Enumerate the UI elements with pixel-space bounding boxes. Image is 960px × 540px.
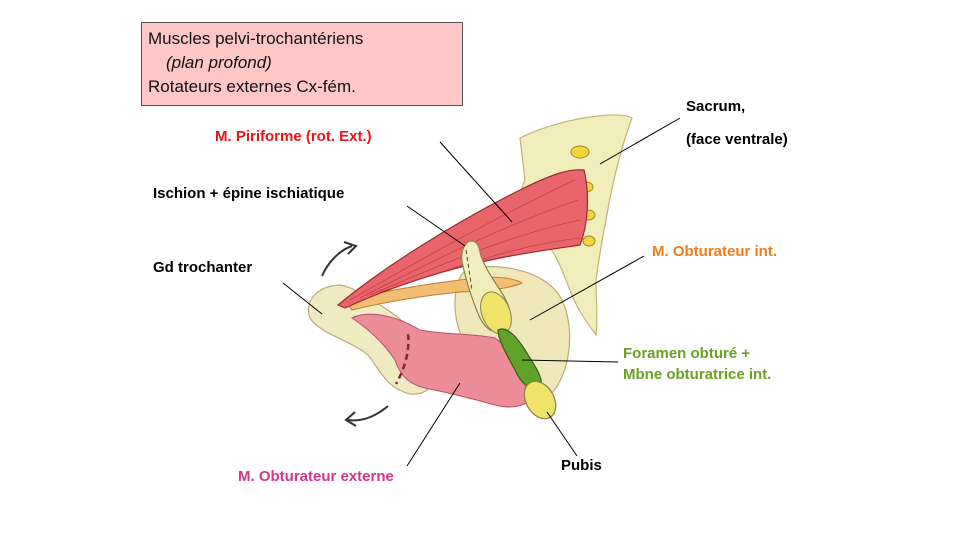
label-sacrum-face: (face ventrale) bbox=[686, 131, 788, 148]
label-foramen-2: Mbne obturatrice int. bbox=[623, 366, 772, 383]
rotation-arrow-top bbox=[321, 245, 353, 277]
label-obturateur-int: M. Obturateur int. bbox=[652, 243, 777, 260]
label-piriforme: M. Piriforme (rot. Ext.) bbox=[215, 128, 372, 145]
label-obturateur-ext: M. Obturateur externe bbox=[238, 468, 394, 485]
rotation-arrow-bottom bbox=[347, 405, 389, 422]
pubis-shape bbox=[523, 380, 557, 420]
label-sacrum: Sacrum, bbox=[686, 98, 746, 115]
title-line-3: Rotateurs externes Cx-fém. bbox=[148, 77, 356, 96]
title-line-1: Muscles pelvi-trochantériens bbox=[148, 29, 364, 48]
label-foramen-1: Foramen obturé + bbox=[623, 345, 751, 362]
rotation-arrowhead-top bbox=[343, 241, 358, 255]
label-pubis: Pubis bbox=[561, 457, 602, 474]
obturateur-externe-muscle bbox=[351, 313, 536, 408]
label-gd-trochanter: Gd trochanter bbox=[153, 259, 253, 276]
title-box: Muscles pelvi-trochantériens (plan profo… bbox=[141, 22, 463, 106]
rotation-arrowhead-bottom bbox=[344, 411, 357, 427]
title-line-2: (plan profond) bbox=[166, 53, 272, 72]
label-ischion: Ischion + épine ischiatique bbox=[153, 185, 345, 202]
sacral-foramina bbox=[570, 145, 596, 247]
leader-lines bbox=[282, 117, 681, 467]
obturateur-externe-dashes bbox=[394, 333, 410, 385]
